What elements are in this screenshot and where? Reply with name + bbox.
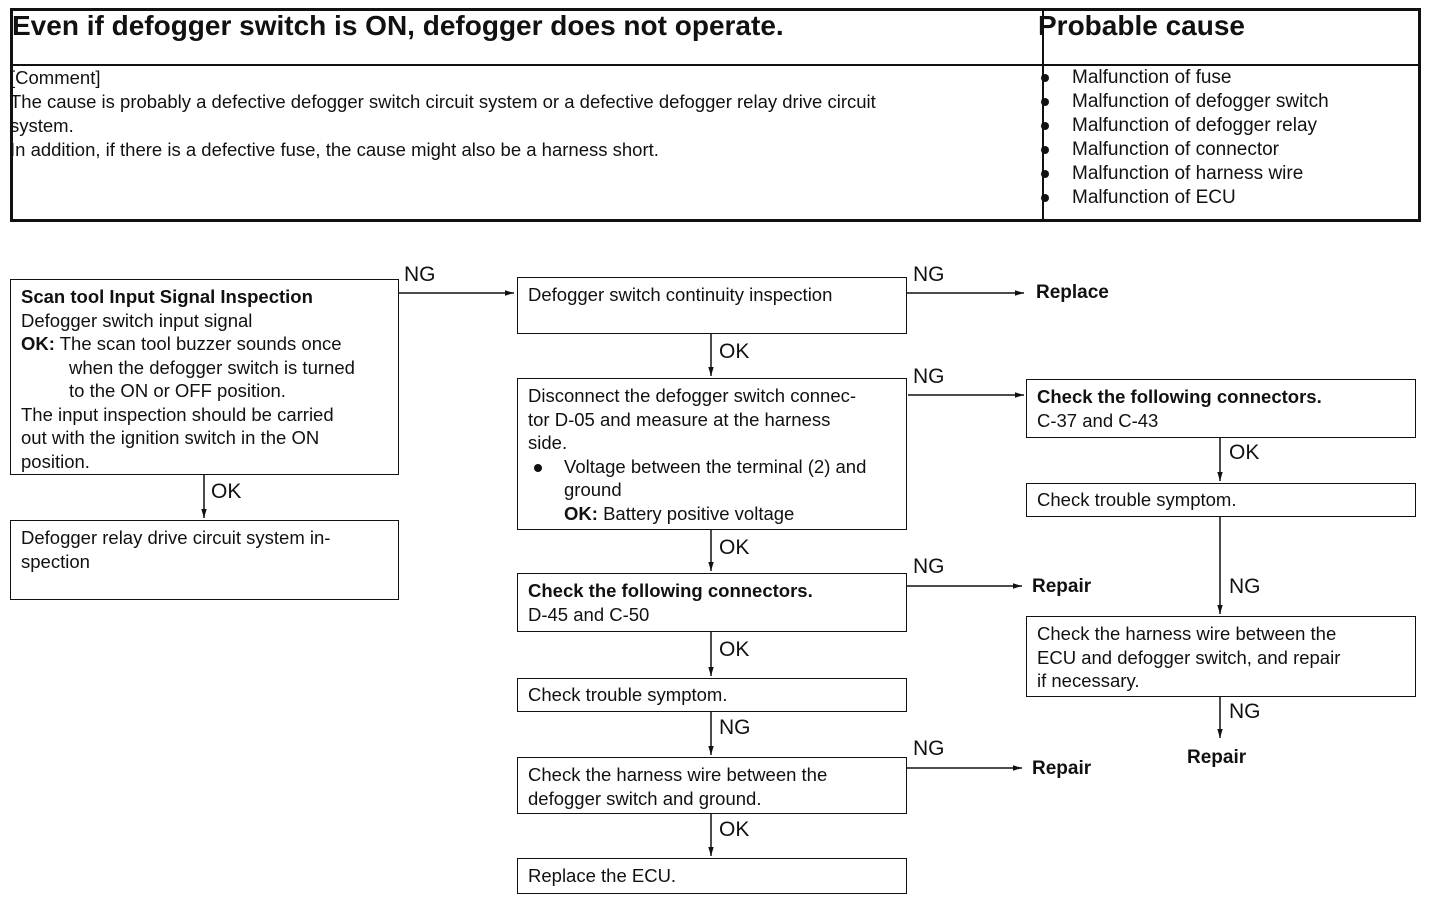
scan-ok-text: The scan tool buzzer sounds once	[59, 333, 342, 354]
ok-label: OK	[719, 638, 750, 661]
scan-tool-inspection-box: Scan tool Input Signal Inspection Defogg…	[10, 279, 399, 475]
ok-label: OK	[719, 340, 750, 363]
ok-prefix: OK:	[21, 333, 55, 354]
comment-block: [Comment] The cause is probably a defect…	[10, 66, 1015, 162]
ng-label: NG	[913, 365, 945, 388]
repair-outcome: Repair	[1187, 747, 1247, 768]
cause-item: Malfunction of connector	[1036, 138, 1329, 162]
relay-drive-inspection-box: Defogger relay drive circuit system in- …	[10, 520, 399, 600]
ok-label: OK	[211, 480, 242, 503]
comment-line: The cause is probably a defective defogg…	[10, 91, 876, 112]
disconnect-text: side.	[528, 432, 568, 453]
scan-ok-text: to the ON or OFF position.	[69, 380, 286, 401]
connectors-mid-value: D-45 and C-50	[528, 603, 650, 625]
relay-text: Defogger relay drive circuit system in-	[21, 527, 331, 548]
continuity-text: Defogger switch continuity inspection	[528, 284, 833, 305]
scan-note: position.	[21, 450, 90, 472]
connectors-right-title: Check the following connectors.	[1037, 386, 1322, 407]
ng-label: NG	[1229, 700, 1261, 723]
trouble-symptom-mid-box: Check trouble symptom.	[517, 678, 907, 712]
ng-label: NG	[1229, 575, 1261, 598]
cause-item: Malfunction of defogger switch	[1036, 90, 1329, 114]
harness-ground-box: Check the harness wire between the defog…	[517, 757, 907, 814]
scan-note: The input inspection should be carried	[21, 403, 334, 425]
header-table	[10, 8, 1421, 222]
replace-ecu-text: Replace the ECU.	[528, 865, 677, 886]
disconnect-measure-box: Disconnect the defogger switch connec- t…	[517, 378, 907, 530]
scan-title: Scan tool Input Signal Inspection	[21, 286, 313, 307]
scan-note: out with the ignition switch in the ON	[21, 427, 320, 448]
connectors-mid-box: Check the following connectors. D-45 and…	[517, 573, 907, 632]
connectors-mid-title: Check the following connectors.	[528, 580, 813, 601]
header-row-divider	[13, 64, 1418, 66]
repair-outcome: Repair	[1032, 576, 1092, 597]
comment-line: In addition, if there is a defective fus…	[10, 139, 659, 160]
ok-label: OK	[719, 536, 750, 559]
voltage-ok-text: Battery positive voltage	[603, 502, 795, 524]
symptom-mid-text: Check trouble symptom.	[528, 684, 728, 705]
ng-label: NG	[913, 737, 945, 760]
voltage-ok-line: OK: Battery positive voltage	[528, 502, 896, 526]
voltage-bullet: Voltage between the terminal (2) and	[528, 455, 896, 479]
ok-label: OK	[1229, 441, 1260, 464]
scan-subtitle: Defogger switch input signal	[21, 309, 253, 331]
symptom-right-text: Check trouble symptom.	[1037, 489, 1237, 510]
disconnect-text: tor D-05 and measure at the harness	[528, 408, 831, 430]
ok-prefix: OK:	[564, 502, 598, 524]
continuity-inspection-box: Defogger switch continuity inspection	[517, 277, 907, 334]
scan-ok-line: OK: The scan tool buzzer sounds once	[21, 332, 388, 356]
scan-ok-text: when the defogger switch is turned	[69, 356, 355, 378]
relay-text: spection	[21, 550, 90, 572]
cause-item: Malfunction of fuse	[1036, 66, 1329, 90]
harness-ecu-text: ECU and defogger switch, and repair	[1037, 646, 1341, 668]
ok-label: OK	[719, 818, 750, 841]
ng-label: NG	[404, 263, 436, 286]
trouble-symptom-right-box: Check trouble symptom.	[1026, 483, 1416, 517]
harness-ecu-box: Check the harness wire between the ECU a…	[1026, 616, 1416, 697]
connectors-right-box: Check the following connectors. C-37 and…	[1026, 379, 1416, 438]
page-title: Even if defogger switch is ON, defogger …	[12, 10, 784, 41]
voltage-bullet-cont: ground	[564, 479, 622, 500]
probable-cause-title: Probable cause	[1038, 10, 1245, 41]
repair-outcome: Repair	[1032, 758, 1092, 779]
replace-outcome: Replace	[1036, 282, 1109, 303]
harness-ground-text: Check the harness wire between the	[528, 764, 828, 785]
ng-label: NG	[719, 716, 751, 739]
disconnect-text: Disconnect the defogger switch connec-	[528, 385, 857, 406]
ng-label: NG	[913, 555, 945, 578]
cause-item: Malfunction of harness wire	[1036, 162, 1329, 186]
header-column-divider	[1042, 11, 1044, 219]
connectors-right-value: C-37 and C-43	[1037, 409, 1159, 431]
harness-ecu-text: if necessary.	[1037, 670, 1140, 691]
cause-item: Malfunction of ECU	[1036, 186, 1329, 210]
replace-ecu-box: Replace the ECU.	[517, 858, 907, 894]
probable-cause-list: Malfunction of fuse Malfunction of defog…	[1036, 66, 1329, 210]
harness-ecu-text: Check the harness wire between the	[1037, 623, 1337, 644]
cause-item: Malfunction of defogger relay	[1036, 114, 1329, 138]
comment-line: system.	[10, 115, 74, 136]
harness-ground-text: defogger switch and ground.	[528, 787, 762, 809]
comment-line: [Comment]	[10, 67, 101, 88]
ng-label: NG	[913, 263, 945, 286]
